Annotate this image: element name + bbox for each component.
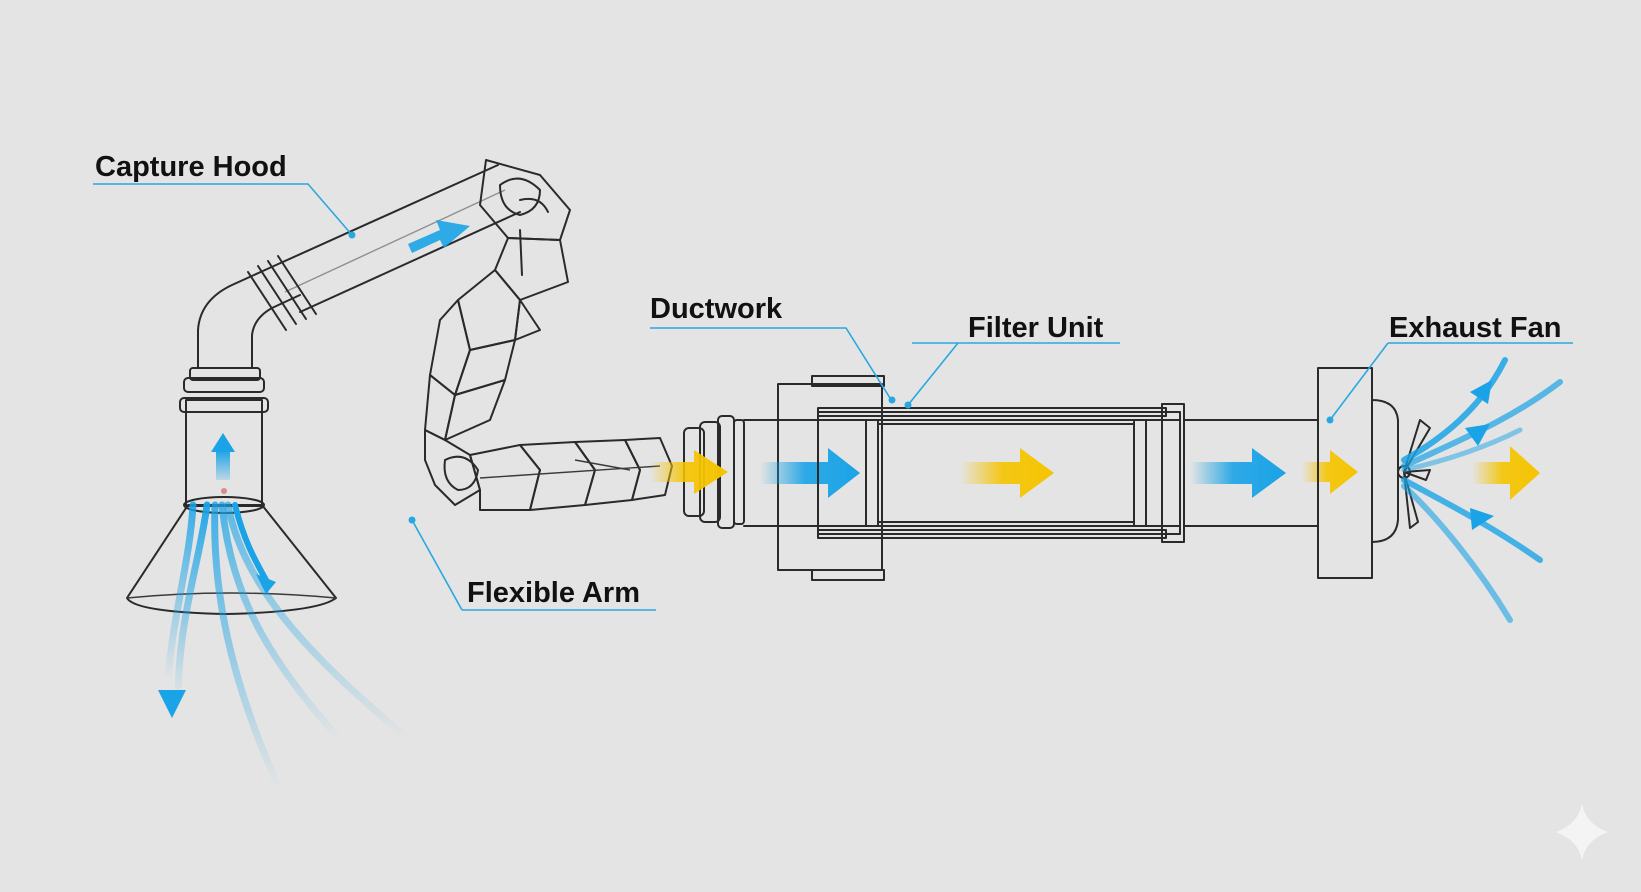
label-filter-unit: Filter Unit (968, 312, 1104, 344)
label-capture-hood: Capture Hood (95, 151, 287, 183)
sparkle-icon (1556, 804, 1608, 860)
label-exhaust-fan: Exhaust Fan (1389, 312, 1561, 344)
airflow-arrow-blue (1190, 448, 1286, 498)
upper-tube (264, 164, 521, 313)
airflow-up-arrow (216, 450, 230, 480)
label-ductwork: Ductwork (650, 293, 783, 325)
fan-duct (1183, 419, 1319, 527)
airflow-arrow-yellow (650, 450, 728, 494)
airflow-arrow-yellow (1472, 446, 1540, 500)
airflow-arrow-yellow (1302, 450, 1358, 494)
filter-unit (817, 403, 1185, 543)
leader-lines (93, 183, 1573, 611)
airflow-arrow-yellow (960, 448, 1054, 498)
capture-hood (126, 255, 414, 794)
hood-airflow (164, 501, 414, 794)
flexible-arm (424, 159, 673, 511)
airflow-arrow-blue (760, 448, 860, 498)
filter-mesh (877, 423, 1135, 523)
label-flexible-arm: Flexible Arm (467, 577, 640, 609)
